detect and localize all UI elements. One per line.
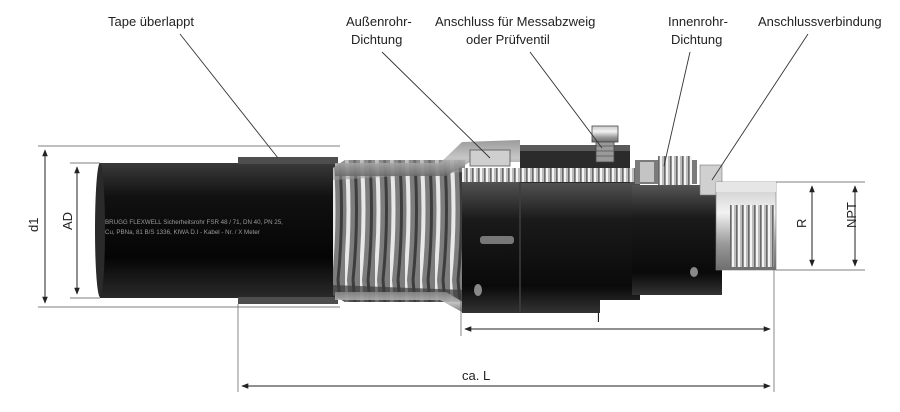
callouts: Tape überlappt Außenrohr- Dichtung Ansch…: [108, 14, 882, 181]
label-test-port-2: oder Prüfventil: [466, 32, 550, 47]
label-tape-overlap: Tape überlappt: [108, 14, 194, 29]
dim-label-d1: d1: [26, 218, 41, 232]
thread-band: [462, 168, 637, 182]
label-inner-seal-2: Dichtung: [671, 32, 722, 47]
leader-outer-seal: [381, 51, 491, 159]
label-outer-seal-2: Dichtung: [351, 32, 402, 47]
dim-label-r: R: [794, 219, 809, 228]
body-slot: [480, 236, 514, 244]
tape-band-top: [238, 157, 338, 164]
leader-tape: [179, 33, 279, 159]
outer-jacket-pipe: [95, 163, 335, 298]
dim-label-ca-l: ca. L: [462, 368, 490, 383]
dimensions: d1 AD R NPT l ca. L: [26, 145, 865, 392]
leader-inner-seal: [663, 51, 691, 167]
test-port-bolt: [591, 125, 619, 163]
dim-label-npt: NPT: [844, 202, 859, 228]
corrugated-inner-pipe: [333, 160, 465, 302]
fitting-drawing: BRUGG FLEXWELL Sicherheitsrohr FSR 48 / …: [95, 125, 777, 313]
label-outer-seal-1: Außenrohr-: [346, 14, 412, 29]
connection-stub: [699, 164, 777, 271]
leader-connection: [711, 33, 809, 181]
dim-label-l: l: [597, 310, 600, 325]
bore-hole: [474, 284, 482, 296]
dim-label-ad: AD: [60, 212, 75, 230]
label-inner-seal-1: Innenrohr-: [668, 14, 728, 29]
inner-seal-section: [632, 156, 722, 295]
leader-test-port: [529, 51, 603, 149]
label-test-port-1: Anschluss für Messabzweig: [435, 14, 595, 29]
label-connection: Anschlussverbindung: [758, 14, 882, 29]
pipe-print-line-2: Cu, PBNa, 81 B/S 1336, KIWA D.I - Kabel …: [105, 229, 260, 236]
tape-band-bottom: [238, 297, 338, 304]
pipe-print-line-1: BRUGG FLEXWELL Sicherheitsrohr FSR 48 / …: [105, 219, 283, 226]
